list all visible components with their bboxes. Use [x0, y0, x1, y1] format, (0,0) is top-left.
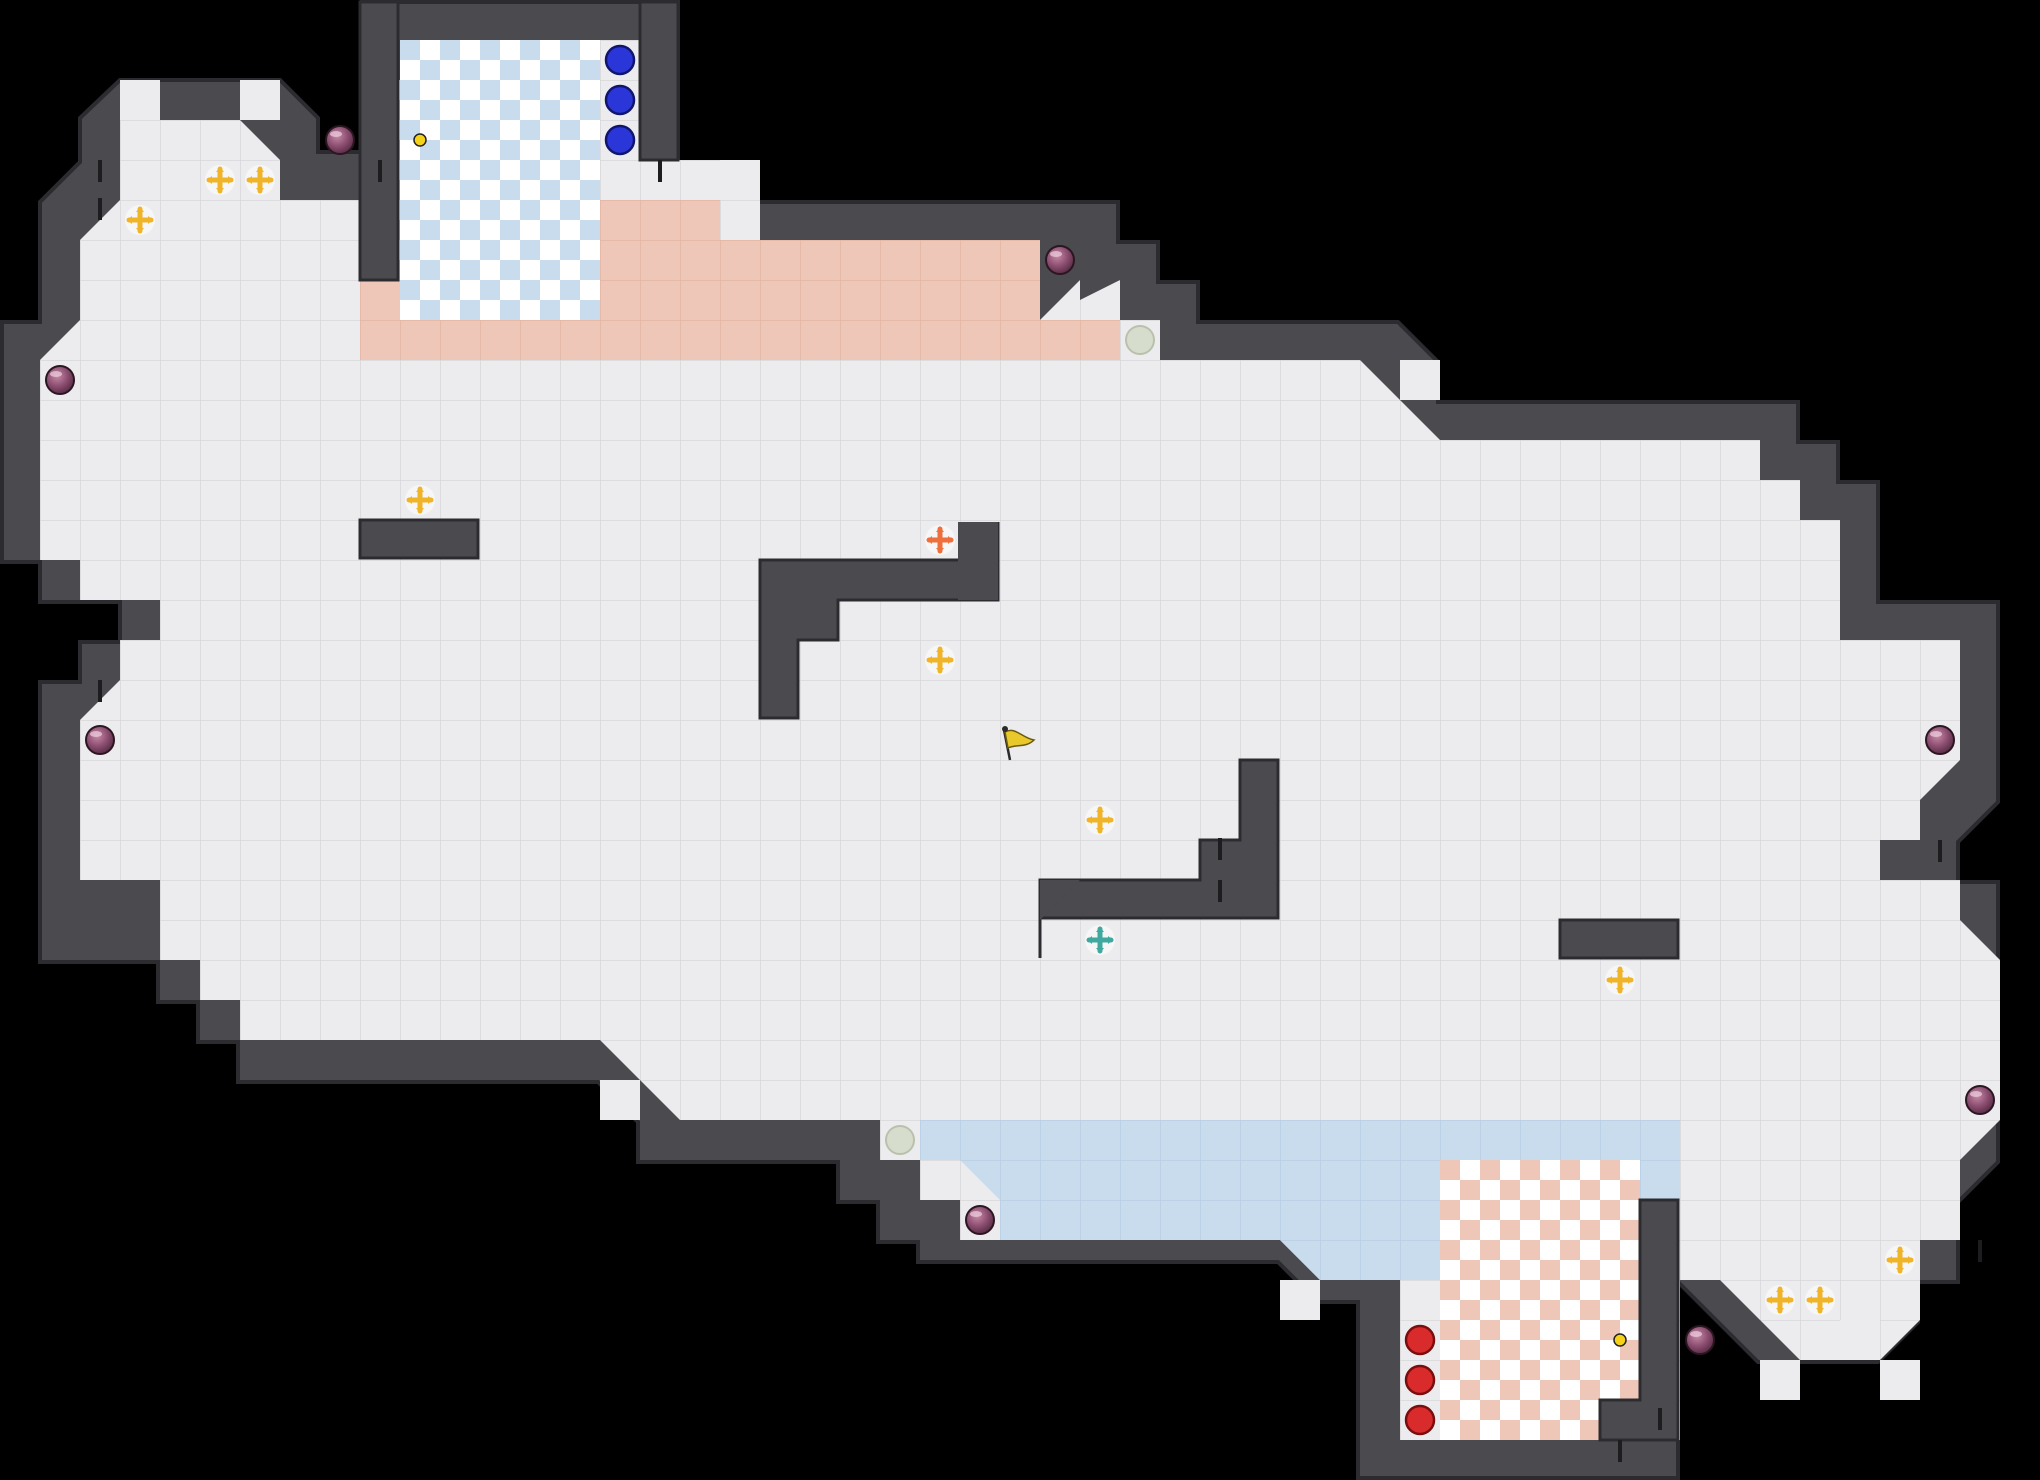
boost-cross: [1766, 1286, 1794, 1314]
bomb-body: [1965, 1085, 1995, 1115]
bomb-shine: [1970, 1091, 1982, 1097]
bomb-shine: [970, 1211, 982, 1217]
bomb-icon: [325, 125, 355, 155]
boost-cross: [406, 486, 434, 514]
flag-cloth: [1004, 729, 1036, 750]
floor-corner: [720, 160, 760, 200]
wall-notch: [1938, 840, 1942, 862]
wall-notch: [98, 198, 102, 220]
wall-notch: [1618, 1440, 1622, 1462]
bomb-shine: [50, 371, 62, 377]
bomb-body: [1045, 245, 1075, 275]
wall-notch: [1978, 1240, 1982, 1262]
red-player-2: [1404, 1364, 1436, 1396]
floor-corner: [1760, 1360, 1800, 1400]
red-boost-icon: [925, 525, 955, 555]
boost-cross: [926, 526, 954, 554]
wall-notch: [658, 160, 662, 182]
blue-player-1: [604, 44, 636, 76]
boost-icon: [205, 165, 235, 195]
marker-dot-icon: [1613, 1333, 1627, 1347]
inner-wall: [1040, 880, 1080, 920]
wall-notch: [378, 160, 382, 182]
boost-cross: [1606, 966, 1634, 994]
red-player-1: [1404, 1324, 1436, 1356]
floor-corner: [1400, 360, 1440, 400]
portal-icon: [885, 1125, 915, 1155]
boost-icon: [925, 645, 955, 675]
bomb-shine: [1050, 251, 1062, 257]
wall-notch: [98, 160, 102, 182]
bomb-icon: [1685, 1325, 1715, 1355]
boost-cross: [246, 166, 274, 194]
bomb-shine: [1690, 1331, 1702, 1337]
bomb-icon: [45, 365, 75, 395]
floor-corner: [600, 1080, 640, 1120]
boost-cross: [1086, 926, 1114, 954]
floor-corner: [240, 80, 280, 120]
teal-boost-icon: [1085, 925, 1115, 955]
bomb-icon: [1925, 725, 1955, 755]
bomb-body: [965, 1205, 995, 1235]
inner-wall: [358, 0, 400, 282]
bomb-shine: [90, 731, 102, 737]
inner-wall: [358, 518, 480, 560]
boost-icon: [245, 165, 275, 195]
flag-top: [1002, 726, 1008, 732]
inner-wall-layer: [98, 0, 1982, 1462]
boost-icon: [405, 485, 435, 515]
bomb-icon: [85, 725, 115, 755]
portal-icon: [1125, 325, 1155, 355]
boost-cross: [206, 166, 234, 194]
bomb-icon: [1045, 245, 1075, 275]
boost-cross: [126, 206, 154, 234]
boost-cross: [1806, 1286, 1834, 1314]
bomb-body: [45, 365, 75, 395]
inner-wall: [958, 522, 998, 600]
bomb-icon: [1965, 1085, 1995, 1115]
floor-corner: [1840, 1320, 1880, 1360]
boost-icon: [1805, 1285, 1835, 1315]
blue-player-3: [604, 124, 636, 156]
floor-corner: [1880, 1360, 1920, 1400]
blue-base-zone: [400, 40, 600, 320]
inner-wall: [1558, 918, 1680, 960]
red-player-3: [1404, 1404, 1436, 1436]
boost-icon: [1085, 805, 1115, 835]
blue-player-2: [604, 84, 636, 116]
zone-layer: [360, 40, 1680, 1440]
item-layer: [45, 44, 1995, 1436]
bomb-icon: [965, 1205, 995, 1235]
bomb-body: [325, 125, 355, 155]
marker-dot-icon: [413, 133, 427, 147]
boost-cross: [1886, 1246, 1914, 1274]
bomb-body: [85, 725, 115, 755]
boost-icon: [1885, 1245, 1915, 1275]
bomb-body: [1925, 725, 1955, 755]
boost-icon: [125, 205, 155, 235]
boost-icon: [1765, 1285, 1795, 1315]
bomb-shine: [1930, 731, 1942, 737]
floor-corner: [120, 80, 160, 120]
inner-wall: [1598, 1198, 1680, 1442]
bomb-shine: [330, 131, 342, 137]
wall-notch: [1218, 838, 1222, 860]
red-base-zone: [1440, 1160, 1640, 1440]
bomb-body: [1685, 1325, 1715, 1355]
boost-icon: [1605, 965, 1635, 995]
flag-icon: [1002, 726, 1036, 761]
inner-wall: [638, 0, 680, 162]
wall-notch: [1658, 1408, 1662, 1430]
red-zone-strip: [360, 200, 1120, 360]
boost-cross: [926, 646, 954, 674]
floor-corner: [1280, 1280, 1320, 1320]
boost-cross: [1086, 806, 1114, 834]
wall-notch: [98, 680, 102, 702]
wall-notch: [1218, 880, 1222, 902]
